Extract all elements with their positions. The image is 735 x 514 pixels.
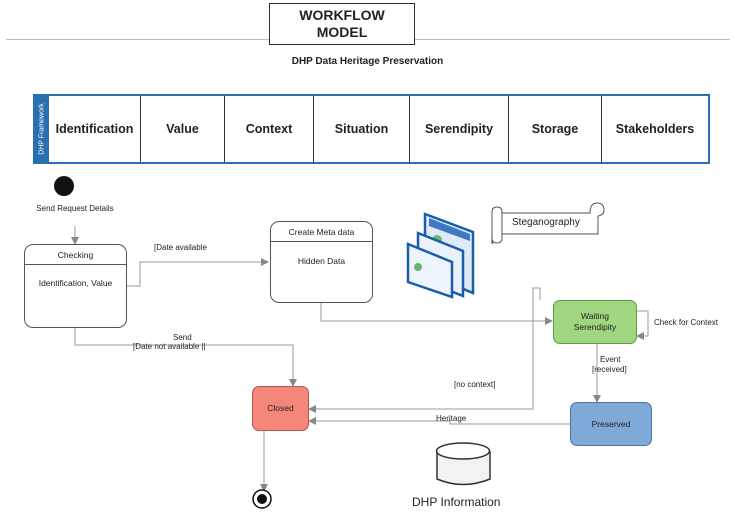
meta-data-body: Hidden Data <box>297 256 346 266</box>
framework-side-label: DHP Framework <box>35 96 49 162</box>
checking-body: Identification, Value <box>38 278 113 288</box>
framework-band: DHP Framework Identification Value Conte… <box>33 94 710 164</box>
database-icon <box>435 442 491 486</box>
waiting-serendipity-state: Waiting Serendipity <box>553 300 637 344</box>
closed-state: Closed <box>252 386 309 431</box>
edge-waiting-to-closed <box>310 287 541 410</box>
label-no-context: [no context] <box>454 380 496 389</box>
framework-cell-storage: Storage <box>509 96 602 162</box>
meta-data-state: Create Meta data Hidden Data <box>270 221 373 303</box>
framework-cell-situation: Situation <box>314 96 410 162</box>
subtitle: DHP Data Heritage Preservation <box>291 56 444 67</box>
scroll-shape <box>491 202 605 245</box>
title-line-2: MODEL <box>316 24 368 40</box>
framework-cell-value: Value <box>141 96 225 162</box>
label-date-not-available: [Date not available || <box>133 342 206 351</box>
steganography-label: Steganography <box>512 217 580 228</box>
end-node-dot <box>257 494 267 504</box>
label-event: Event <box>600 355 621 364</box>
windows-icon <box>406 212 475 299</box>
checking-title: Checking <box>25 245 126 265</box>
label-send: Send <box>173 333 192 342</box>
label-check-for-context: Check for Context <box>654 318 719 327</box>
checking-state: Checking Identification, Value <box>24 244 127 328</box>
start-node <box>54 176 74 196</box>
framework-cell-stakeholders: Stakeholders <box>615 122 695 136</box>
framework-cell-context: Context <box>225 96 314 162</box>
preserved-state: Preserved <box>570 402 652 446</box>
dhp-information-label: DHP Information <box>412 495 501 509</box>
label-date-available: [Date available <box>154 243 207 252</box>
framework-cell-serendipity: Serendipity <box>410 96 509 162</box>
send-request-label: Send Request Details <box>36 204 114 213</box>
edge-checking-to-closed <box>74 328 297 387</box>
edge-check-for-context-loop <box>636 310 649 340</box>
edge-preserved-to-closed <box>308 417 570 425</box>
edge-checking-to-meta <box>127 258 269 287</box>
label-heritage: Heritage <box>436 414 467 423</box>
framework-cell-identification: Identification <box>49 96 141 162</box>
label-received: [received] <box>592 365 627 374</box>
title-box: WORKFLOW MODEL <box>269 3 415 45</box>
title-line-1: WORKFLOW <box>299 7 385 23</box>
edge-meta-to-waiting <box>320 303 553 325</box>
meta-data-title: Create Meta data <box>271 222 372 242</box>
